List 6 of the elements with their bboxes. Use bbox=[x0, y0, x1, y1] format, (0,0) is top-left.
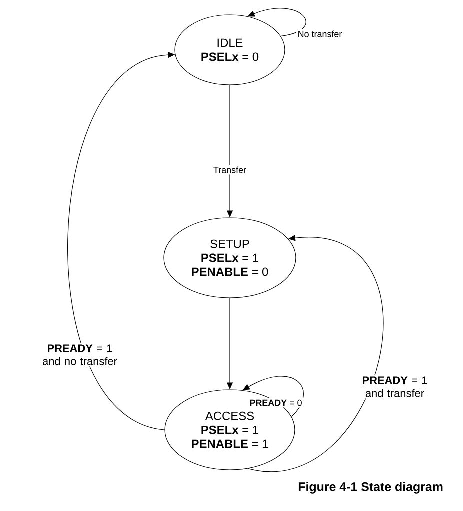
edge-label: PREADY = 1 and no transfer bbox=[38, 343, 122, 367]
edge-label: Transfer bbox=[212, 165, 248, 175]
edge-label: No transfer bbox=[296, 29, 344, 39]
edge-label: PREADY = 1 and transfer bbox=[352, 375, 438, 399]
caption: Figure 4-1 State diagram bbox=[298, 482, 443, 494]
edge-label: PREADY = 0 bbox=[248, 398, 304, 408]
